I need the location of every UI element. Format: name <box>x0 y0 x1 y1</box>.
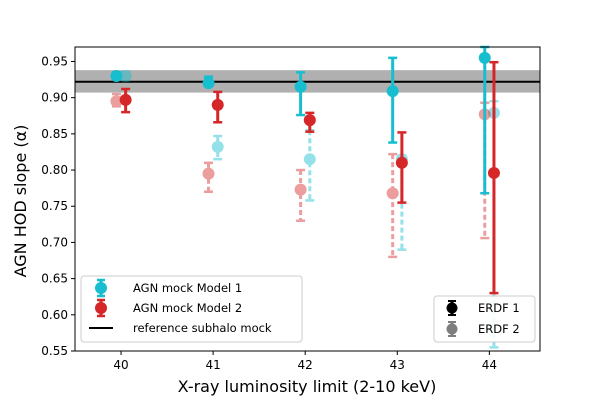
y-axis-label: AGN HOD slope (α) <box>11 125 30 278</box>
x-tick-label: 40 <box>113 358 128 372</box>
legend-handle-marker <box>95 282 107 294</box>
data-point <box>202 77 215 90</box>
data-point <box>303 153 316 166</box>
legend-handle-marker <box>446 323 458 335</box>
legend-handle-marker <box>446 302 458 314</box>
axes-layer: 40 41 42 43 44 0.55 0.60 0.65 0.70 0.75 0.80 0.85 0.… <box>41 46 541 372</box>
legends-layer: AGN mock Model 1 AGN mock Model 2 referenc… <box>80 275 536 343</box>
data-point <box>211 140 224 153</box>
data-point <box>294 183 307 196</box>
series-agn-mock-model-2-erdf-2 <box>110 92 491 259</box>
y-tick-label: 0.75 <box>41 199 68 213</box>
legend-box <box>433 295 536 343</box>
x-tick-label: 42 <box>298 358 313 372</box>
legend-label: ERDF 1 <box>478 301 520 315</box>
x-tick-label: 43 <box>390 358 405 372</box>
data-point <box>294 80 307 93</box>
legend-label: reference subhalo mock <box>133 321 272 335</box>
data-point <box>110 69 123 82</box>
legend-label: AGN mock Model 1 <box>133 281 242 295</box>
legend-handle-marker <box>95 302 107 314</box>
data-point <box>110 95 123 108</box>
data-point <box>211 98 224 111</box>
data-point <box>386 187 399 200</box>
data-point <box>119 93 132 106</box>
y-tick-label: 0.60 <box>41 308 68 322</box>
x-tick-label: 41 <box>205 358 220 372</box>
plot-frame <box>74 46 541 352</box>
data-point <box>478 51 491 64</box>
legend-method-handle <box>446 321 458 337</box>
data-point <box>119 69 132 82</box>
y-tick-label: 0.65 <box>41 272 68 286</box>
legend-models: AGN mock Model 1 AGN mock Model 2 referenc… <box>80 275 303 343</box>
y-tick-label: 0.85 <box>41 127 68 141</box>
data-point <box>395 156 408 169</box>
y-tick-label: 0.55 <box>41 344 68 358</box>
x-tick-label: 44 <box>482 358 497 372</box>
data-point <box>386 85 399 98</box>
y-tick-label: 0.80 <box>41 163 68 177</box>
data-point <box>487 166 500 179</box>
reference-layer <box>75 70 540 93</box>
series-agn-mock-model-2-erdf-1 <box>119 60 500 295</box>
y-tick-label: 0.70 <box>41 235 68 249</box>
legend-label: AGN mock Model 2 <box>133 301 242 315</box>
y-tick-label: 0.95 <box>41 54 68 68</box>
legend-box <box>80 275 303 343</box>
legend-method-handle <box>446 300 458 316</box>
y-tick-label: 0.90 <box>41 91 68 105</box>
legend-label: ERDF 2 <box>478 322 520 336</box>
marks-layer <box>110 45 500 349</box>
data-point <box>303 114 316 127</box>
x-axis-label: X-ray luminosity limit (2-10 keV) <box>178 377 437 396</box>
data-point <box>202 167 215 180</box>
series-agn-mock-model-1-erdf-1 <box>110 45 491 195</box>
legend-methods: ERDF 1 ERDF 2 <box>433 295 536 343</box>
